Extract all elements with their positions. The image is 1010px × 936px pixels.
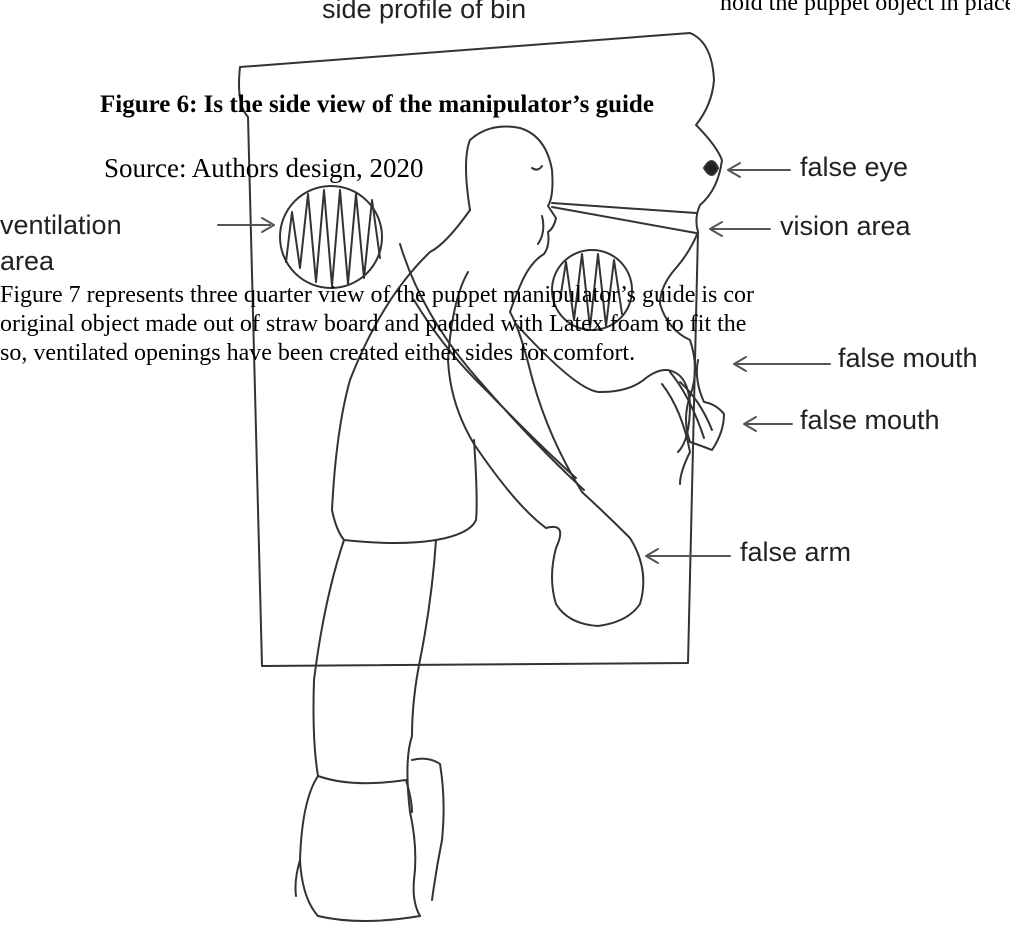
label-false-mouth: false mouth	[800, 405, 940, 436]
label-ventilation-area: area	[0, 246, 54, 277]
figure-leg-back	[300, 540, 344, 916]
paragraph-line-1: Figure 7 represents three quarter view o…	[0, 282, 754, 309]
figure-leg-front	[407, 540, 436, 916]
label-false-mouth-upper: false mouth	[838, 343, 978, 374]
label-false-arm: false arm	[740, 537, 851, 568]
label-side-profile: side profile of bin	[322, 0, 526, 25]
false-arm	[546, 492, 643, 626]
label-ventilation: ventilation	[0, 210, 122, 241]
figure-boot	[296, 759, 444, 921]
top-text-fragment: hold the puppet object in place	[720, 0, 1010, 17]
figure-strap	[400, 244, 584, 490]
figure-torso-front	[510, 312, 582, 492]
figure-face-detail	[532, 166, 543, 244]
false-mouth-shape	[660, 232, 724, 450]
source-line: Source: Authors design, 2020	[104, 153, 423, 184]
label-vision-area: vision area	[780, 211, 911, 242]
label-false-eye: false eye	[800, 152, 908, 183]
figure-caption: Figure 6: Is the side view of the manipu…	[100, 91, 654, 119]
figure-shorts	[332, 440, 477, 543]
paragraph-line-2: original object made out of straw board …	[0, 311, 746, 338]
paragraph-line-3: so, ventilated openings have been create…	[0, 340, 635, 367]
ventilation-zigzag-left	[286, 190, 380, 286]
false-eye	[704, 161, 718, 175]
